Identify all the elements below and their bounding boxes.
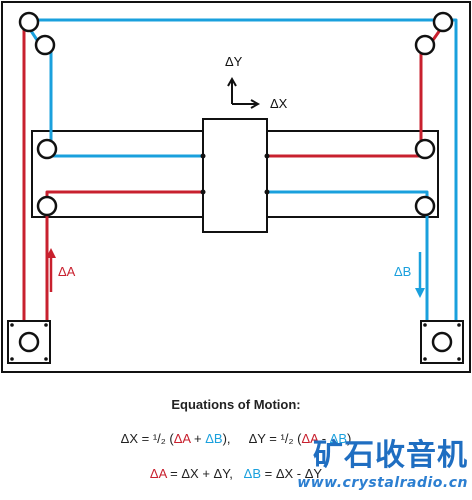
equation-term: )	[347, 431, 352, 446]
pulley-top-left	[18, 11, 40, 33]
carriage-clamps	[200, 153, 270, 195]
label-delta-x: ΔX	[270, 96, 288, 111]
equation-term: ¹/₂ (	[280, 431, 302, 446]
label-delta-b: ΔB	[394, 264, 411, 279]
equation-term: ΔA	[301, 431, 319, 446]
label-delta-y: ΔY	[225, 54, 243, 69]
equation-term: ΔA	[149, 466, 167, 481]
arrow-delta-a	[46, 248, 56, 292]
equation-term: ¹/₂ (	[152, 431, 174, 446]
pulley-gantry-left-top	[36, 138, 58, 160]
corexy-diagram: ΔY ΔX ΔA ΔB	[1, 1, 471, 373]
watermark-url: www.crystalradio.cn	[297, 475, 468, 491]
equation-term: ), ΔY =	[222, 431, 281, 446]
pulley-gantry-right-bottom	[414, 195, 436, 217]
label-delta-a: ΔA	[58, 264, 76, 279]
equation-term: ΔX =	[120, 431, 153, 446]
motor-b	[420, 320, 464, 364]
equation-line-1: ΔX = ¹/₂ (ΔA + ΔB), ΔY = ¹/₂ (ΔA - ΔB)	[0, 431, 472, 446]
watermark-chinese: 矿石收音机	[313, 438, 468, 473]
pulley-top-right	[432, 11, 454, 33]
axis-indicator	[227, 76, 261, 109]
motor-a	[7, 320, 51, 364]
equation-term: ΔB	[329, 431, 348, 446]
equation-line-2: ΔA = ΔX + ΔY, ΔB = ΔX - ΔY	[0, 466, 472, 481]
equation-term: ΔB	[243, 466, 262, 481]
equation-term: +	[190, 431, 206, 446]
pulley-top-left-inner	[34, 34, 56, 56]
arrow-delta-b	[415, 252, 425, 298]
equation-term: ΔB	[205, 431, 223, 446]
equation-term: = ΔX - ΔY	[261, 466, 323, 481]
equations-title: Equations of Motion:	[171, 397, 301, 412]
watermark: 矿石收音机 www.crystalradio.cn	[297, 438, 468, 492]
pulley-top-right-inner	[414, 34, 436, 56]
equation-term: = ΔX + ΔY,	[166, 466, 244, 481]
equation-term: -	[318, 431, 330, 446]
carriage	[202, 118, 268, 233]
equation-term: ΔA	[173, 431, 191, 446]
pulleys	[18, 11, 454, 217]
pulley-gantry-left-bottom	[36, 195, 58, 217]
pulley-gantry-right-top	[414, 138, 436, 160]
